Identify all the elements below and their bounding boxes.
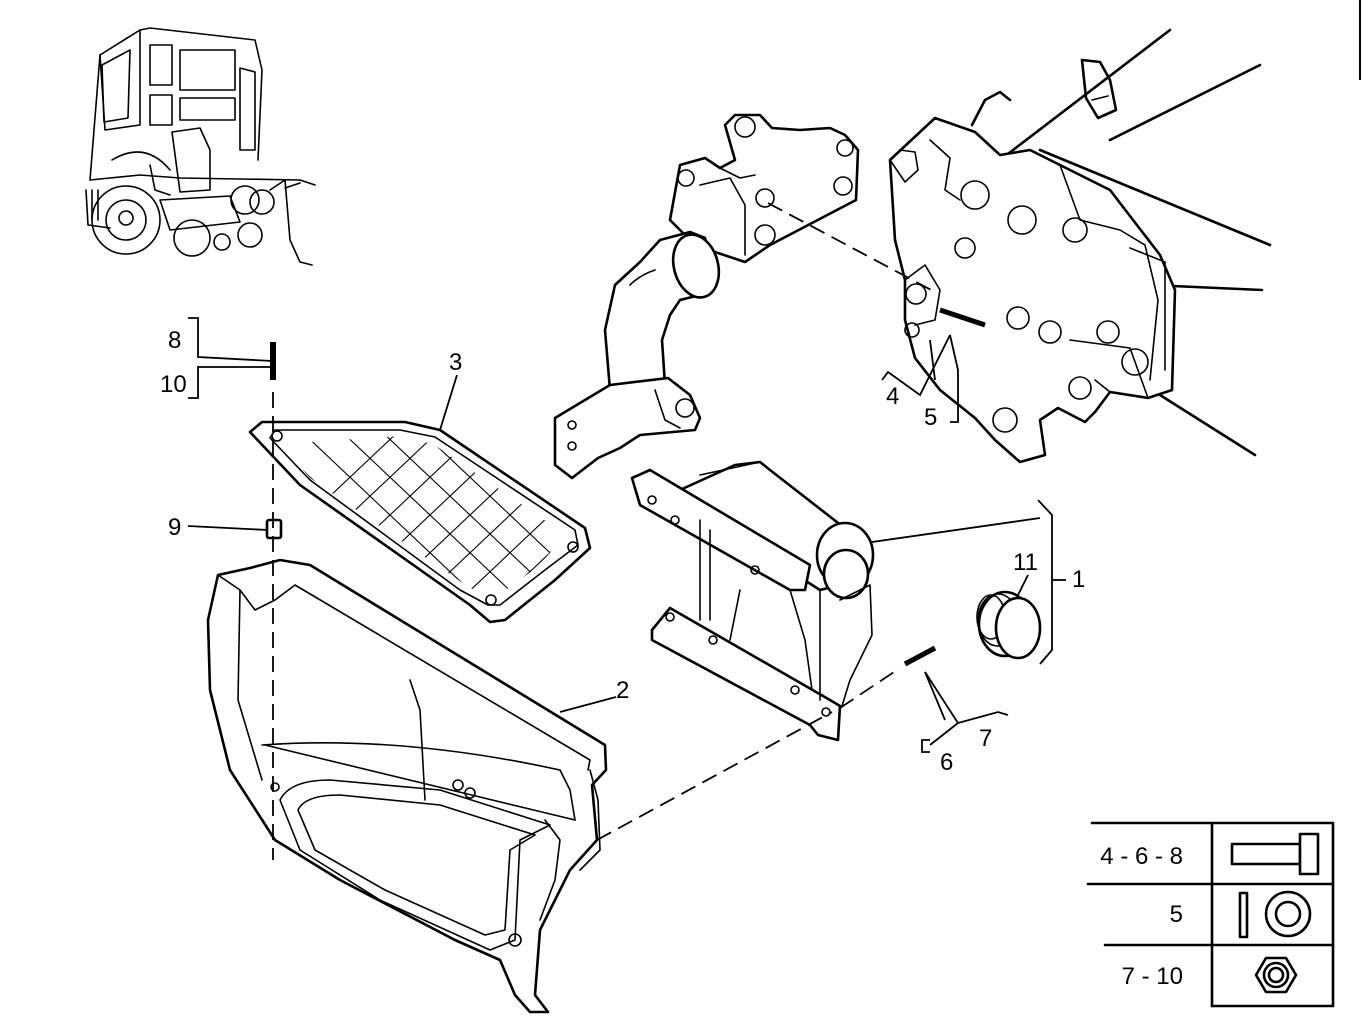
- fastener-legend: 4 - 6 - 8 5 7 - 10: [1086, 821, 1335, 1008]
- callout-7: 7: [979, 725, 992, 752]
- leader-lines: [187, 317, 1066, 753]
- step-support-frame: [553, 113, 875, 742]
- end-cap-part-11: [976, 590, 1042, 660]
- washer-icon: [1238, 890, 1312, 939]
- pin-part-6: [903, 645, 937, 667]
- callout-9: 9: [168, 514, 181, 541]
- truck-location-thumbnail: [85, 27, 316, 266]
- bolt-icon: [1230, 832, 1320, 876]
- assembly-alignment-lines: [272, 202, 936, 860]
- callout-10: 10: [160, 371, 187, 398]
- chassis-rail: [970, 28, 1272, 457]
- hex-nut-icon: [1254, 956, 1298, 994]
- callout-4: 4: [886, 383, 899, 410]
- callout-8: 8: [168, 327, 181, 354]
- callout-1: 1: [1072, 566, 1085, 593]
- step-housing: [206, 558, 608, 1014]
- legend-row-label-3: 7 - 10: [1122, 963, 1183, 990]
- callout-5: 5: [924, 404, 937, 431]
- spacer-part-9: [265, 518, 283, 540]
- callout-11: 11: [1013, 549, 1038, 576]
- pin-part-4: [939, 307, 986, 328]
- legend-row-label-2: 5: [1170, 901, 1183, 928]
- frame-mounting-bracket: [888, 116, 1177, 464]
- legend-row-label-1: 4 - 6 - 8: [1100, 843, 1183, 870]
- callout-labels: 1 2 3 4 5 6 7 8 9 10 11: [160, 327, 1085, 776]
- callout-6: 6: [940, 749, 953, 776]
- callout-2: 2: [616, 677, 629, 704]
- callout-3: 3: [449, 349, 462, 376]
